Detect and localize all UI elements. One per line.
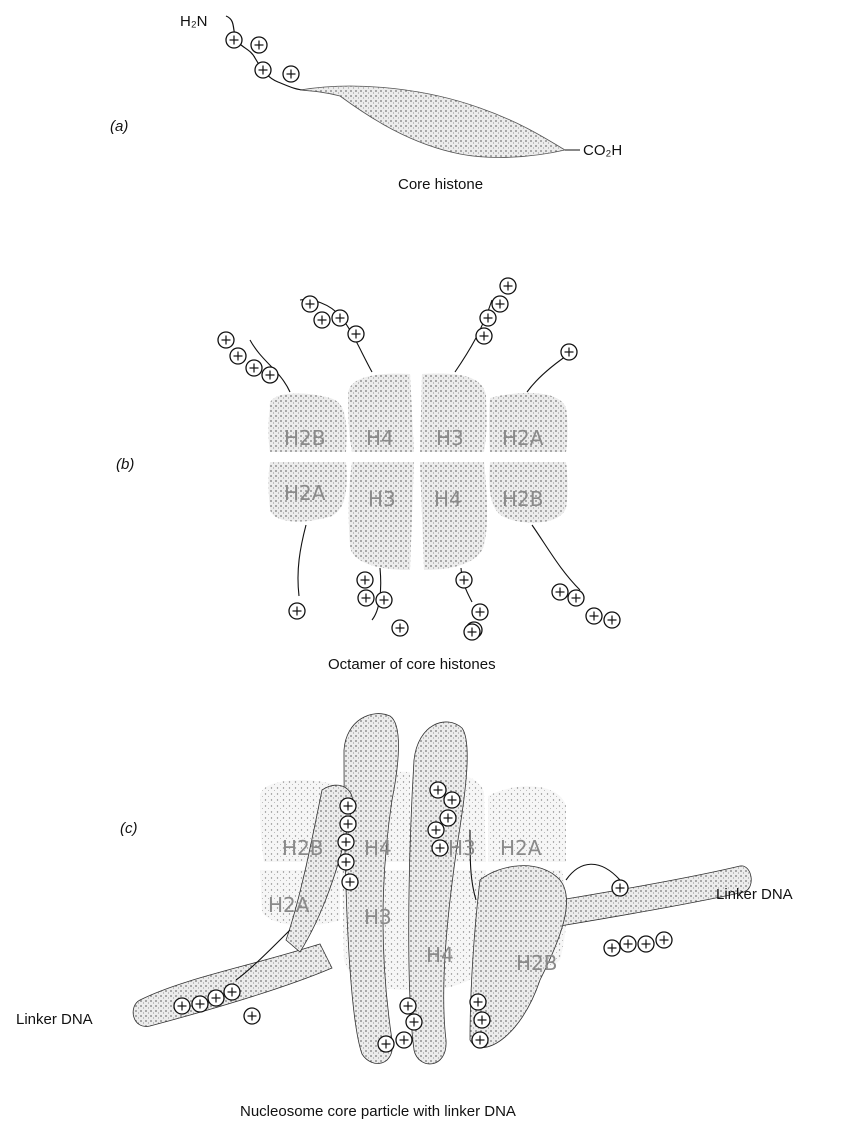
panel-c-letter: (c) xyxy=(120,820,138,837)
positive-charge-icon xyxy=(226,32,242,48)
charge-cluster-b xyxy=(218,278,620,640)
histone-globular-domain xyxy=(300,86,565,157)
panel-a: (a) H₂N CO₂H Core histone xyxy=(110,13,622,193)
nucleosome-bottom-label-3: H4 xyxy=(426,943,454,967)
octamer-top-label-4: H2A xyxy=(502,426,544,450)
nucleosome-bottom-label-2: H3 xyxy=(364,905,392,929)
linker-dna-right-label: Linker DNA xyxy=(716,886,793,903)
positive-charge-icon xyxy=(255,62,271,78)
octamer-bottom-label-1: H2A xyxy=(284,481,326,505)
octamer-bottom-row xyxy=(269,462,568,570)
dna-superhelix xyxy=(133,714,751,1064)
panel-c-caption: Nucleosome core particle with linker DNA xyxy=(240,1103,516,1120)
octamer-tails xyxy=(250,300,580,620)
octamer-top-label-1: H2B xyxy=(284,426,325,450)
octamer-bottom-label-2: H3 xyxy=(368,487,396,511)
octamer-bottom-label-4: H2B xyxy=(502,487,543,511)
nucleosome-top-label-3: H3 xyxy=(448,836,476,860)
panel-b: (b) xyxy=(116,278,620,673)
octamer-top-label-2: H4 xyxy=(366,426,394,450)
c-terminus-label: CO₂H xyxy=(583,142,622,159)
nucleosome-top-label-1: H2B xyxy=(282,836,323,860)
nucleosome-bottom-label-4: H2B xyxy=(516,951,557,975)
positive-charge-icon xyxy=(251,37,267,53)
panel-a-letter: (a) xyxy=(110,118,128,135)
panel-b-letter: (b) xyxy=(116,456,134,473)
panel-a-caption: Core histone xyxy=(398,176,483,193)
n-terminus-label: H₂N xyxy=(180,13,208,30)
nucleosome-top-label-2: H4 xyxy=(364,836,392,860)
panel-c: (c) xyxy=(16,714,793,1120)
nucleosome-bottom-label-1: H2A xyxy=(268,893,310,917)
positive-charge-icon xyxy=(283,66,299,82)
panel-b-caption: Octamer of core histones xyxy=(328,656,496,673)
octamer-bottom-label-3: H4 xyxy=(434,487,462,511)
linker-dna-left-label: Linker DNA xyxy=(16,1011,93,1028)
octamer-top-label-3: H3 xyxy=(436,426,464,450)
nucleosome-top-label-4: H2A xyxy=(500,836,542,860)
